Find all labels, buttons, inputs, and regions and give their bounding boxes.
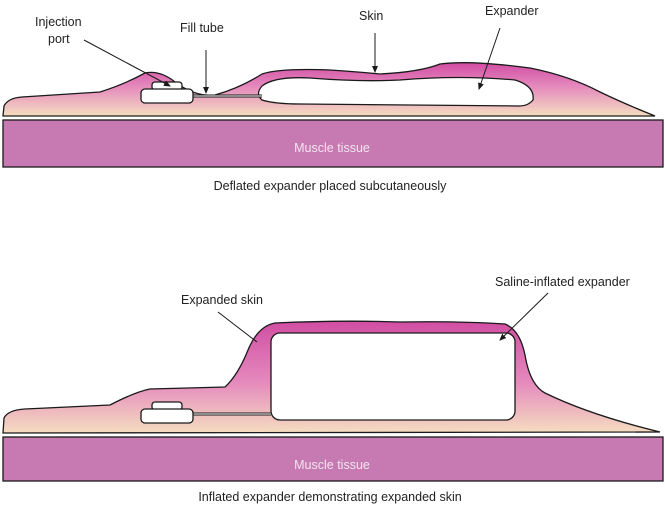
label-expander: Expander [485, 4, 539, 18]
muscle-layer [2, 436, 664, 482]
label-saline-expander: Saline-inflated expander [495, 275, 630, 289]
injection-port [140, 408, 194, 424]
caption-top: Deflated expander placed subcutaneously [214, 179, 448, 193]
caption-bottom: Inflated expander demonstrating expanded… [198, 490, 461, 504]
injection-port [140, 88, 194, 104]
label-fill-tube: Fill tube [180, 21, 224, 35]
label-muscle-tissue: Muscle tissue [294, 141, 370, 155]
expander-inflated [270, 332, 516, 421]
bottom-panel: Expanded skin Saline-inflated expander M… [2, 275, 664, 504]
label-injection-port-1: Injection [35, 15, 82, 29]
arrow-injection-port [83, 39, 171, 87]
label-injection-port-2: port [48, 32, 70, 46]
label-expanded-skin: Expanded skin [181, 293, 263, 307]
expander-deflated [257, 76, 534, 107]
label-skin: Skin [359, 9, 383, 23]
arrow-expander [478, 27, 501, 90]
arrow-expanded-skin [217, 311, 258, 343]
muscle-layer [2, 119, 664, 168]
label-muscle-tissue: Muscle tissue [294, 458, 370, 472]
top-panel: Injection port Fill tube Skin Expander M… [2, 4, 664, 193]
arrow-saline-expander [499, 292, 549, 341]
